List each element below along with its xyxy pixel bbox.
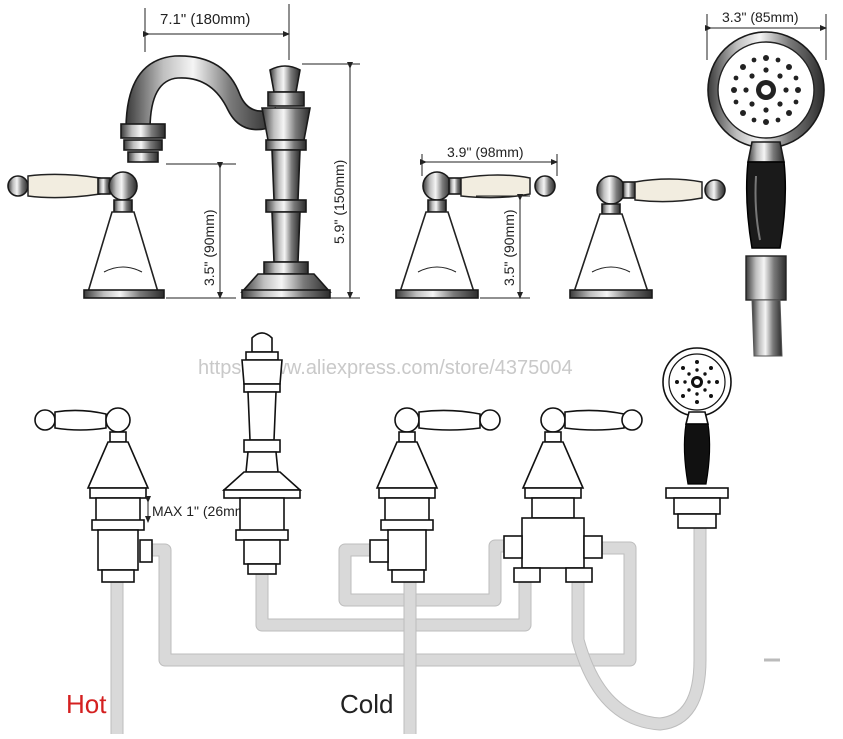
handle-bottom-left <box>34 407 153 583</box>
spout-width-label: 7.1" (180mm) <box>160 11 250 28</box>
handle-height-left-label: 3.5" (90mm) <box>201 209 217 286</box>
handle-bottom-middle <box>369 407 501 583</box>
store-watermark: https://www.aliexpress.com/store/4375004 <box>198 357 573 379</box>
spout-bottom <box>221 332 303 575</box>
dimension-handle-width: 3.9" (98mm) <box>420 144 558 176</box>
shower-width-label: 3.3" (85mm) <box>722 9 799 25</box>
handle-top-left <box>7 171 165 299</box>
dimension-spout-height: 5.9" (150mm) <box>302 62 360 299</box>
handle-top-middle <box>395 171 556 299</box>
spout-top <box>120 55 332 299</box>
hand-shower-top <box>707 31 825 357</box>
hot-label: Hot <box>66 689 107 719</box>
dimension-spout-width: 7.1" (180mm) <box>143 4 290 60</box>
dimension-max-deck: MAX 1" (26mm) <box>145 496 251 523</box>
hand-shower-bottom <box>662 347 732 529</box>
plumbing-pipes <box>110 513 780 739</box>
spout-height-label: 5.9" (150mm) <box>331 160 347 244</box>
handle-width-label: 3.9" (98mm) <box>447 144 524 160</box>
cold-label: Cold <box>340 689 393 719</box>
dimension-handle-height-left: 3.5" (90mm) <box>166 162 236 299</box>
handle-height-mid-label: 3.5" (90mm) <box>501 209 517 286</box>
max-deck-label: MAX 1" (26mm) <box>152 503 251 519</box>
handle-top-right <box>569 175 726 299</box>
dimension-shower-width: 3.3" (85mm) <box>705 9 827 60</box>
handle-bottom-right <box>503 407 643 583</box>
dimension-handle-height-mid: 3.5" (90mm) <box>476 194 530 299</box>
